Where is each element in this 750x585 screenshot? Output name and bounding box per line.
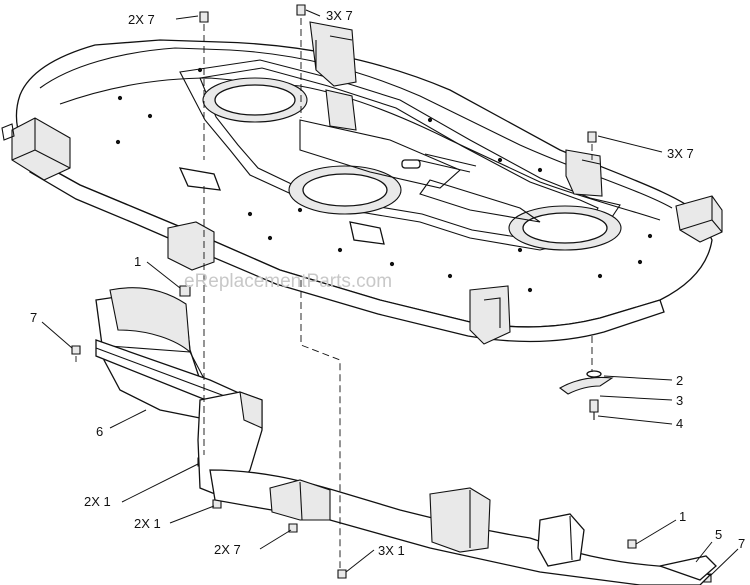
callout-2: 2	[676, 373, 683, 388]
callout-3x7-top: 3X 7	[326, 8, 353, 23]
callout-4: 4	[676, 416, 683, 431]
mower-deck	[1, 21, 723, 345]
callout-2x7-top: 2X 7	[128, 12, 155, 27]
watermark: eReplacementParts.com	[184, 271, 392, 292]
callout-5: 5	[715, 527, 722, 542]
callout-7-left: 7	[30, 310, 37, 325]
callout-3x7-right: 3X 7	[667, 146, 694, 161]
callout-3x1: 3X 1	[378, 543, 405, 558]
callout-1-left: 1	[134, 254, 141, 269]
callout-2x1-a: 2X 1	[84, 494, 111, 509]
callout-7-right: 7	[738, 536, 745, 551]
callouts: 2X 7 3X 7 3X 7 1 7 6 2 3 4 2X 1 2X 1 2X …	[30, 8, 745, 558]
callout-3: 3	[676, 393, 683, 408]
assembly-centerlines	[75, 18, 593, 568]
leader-lines	[41, 9, 739, 577]
baffle-assembly	[95, 287, 717, 585]
callout-6: 6	[96, 424, 103, 439]
callout-1-right: 1	[679, 509, 686, 524]
callout-2x7-bottom: 2X 7	[214, 542, 241, 557]
callout-2x1-b: 2X 1	[134, 516, 161, 531]
